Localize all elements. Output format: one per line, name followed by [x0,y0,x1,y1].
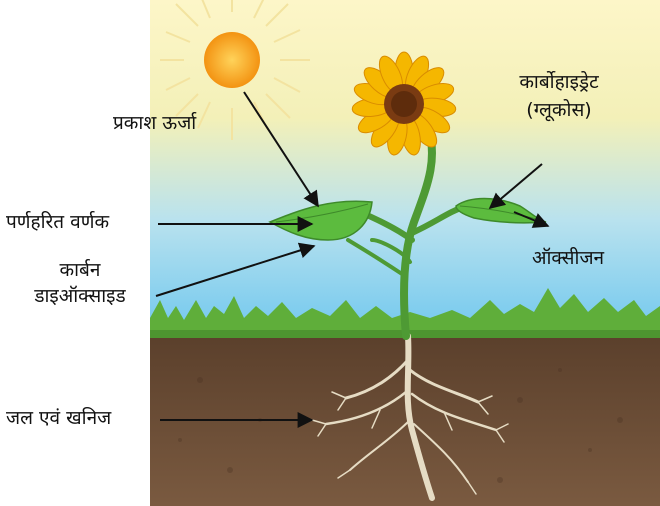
label-carbohydrate-line2: (ग्लूकोस) [484,100,634,122]
label-water-minerals: जल एवं खनिज [6,408,111,430]
soil [150,330,660,506]
label-carbon-dioxide-line1: कार्बन [6,260,154,282]
label-light-energy: प्रकाश ऊर्जा [113,113,196,135]
label-carbon-dioxide: कार्बन डाइऑक्साइड [6,260,154,308]
label-carbohydrate-line1: कार्बोहाइड्रेट [484,72,634,94]
label-chlorophyll: पर्णहरित वर्णक [6,212,109,234]
label-carbohydrate: कार्बोहाइड्रेट (ग्लूकोस) [484,72,634,122]
label-carbon-dioxide-line2: डाइऑक्साइड [6,286,154,308]
label-oxygen: ऑक्सीजन [532,248,604,270]
